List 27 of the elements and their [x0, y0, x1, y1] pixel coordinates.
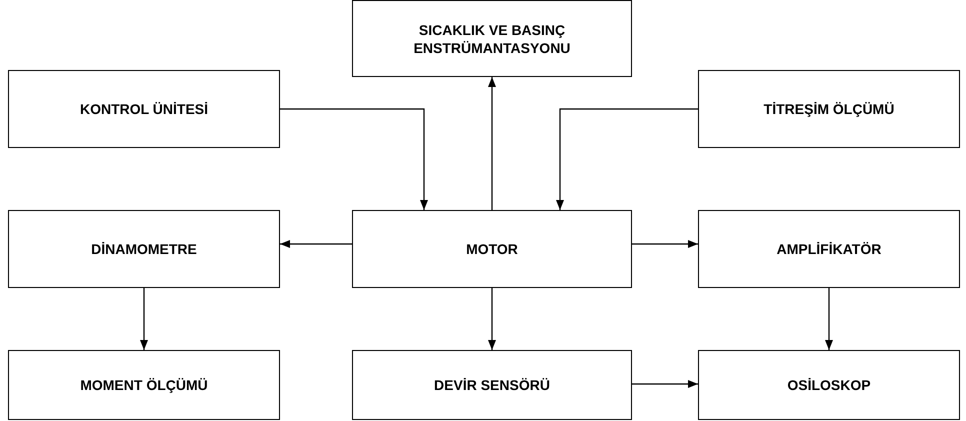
arrow	[280, 240, 352, 248]
process-box	[698, 70, 960, 148]
arrow	[825, 288, 833, 350]
box-label: SICAKLIK VE BASINÇ ENSTRÜMANTASYONU	[412, 20, 572, 56]
process-box	[352, 0, 632, 77]
process-box	[352, 210, 632, 288]
process-box	[352, 350, 632, 420]
process-box	[698, 350, 960, 420]
box-label: MOTOR	[465, 240, 519, 258]
box-label: AMPLİFİKATÖR	[776, 240, 882, 258]
arrow	[632, 380, 698, 388]
process-box	[698, 210, 960, 288]
box-label: MOMENT ÖLÇÜMÜ	[79, 376, 209, 394]
arrow	[488, 288, 496, 350]
box-label: OSİLOSKOP	[786, 376, 872, 394]
arrow	[556, 108, 698, 210]
box-label: DEVİR SENSÖRÜ	[433, 376, 551, 394]
process-box	[8, 210, 280, 288]
arrow	[488, 77, 496, 210]
box-label: KONTROL ÜNİTESİ	[78, 100, 210, 118]
arrow	[280, 108, 428, 210]
process-box	[8, 70, 280, 148]
arrow	[140, 288, 148, 350]
arrow	[632, 240, 698, 248]
process-box	[8, 350, 280, 420]
box-label: TİTREŞİM ÖLÇÜMÜ	[762, 100, 896, 118]
box-label: DİNAMOMETRE	[90, 240, 198, 258]
